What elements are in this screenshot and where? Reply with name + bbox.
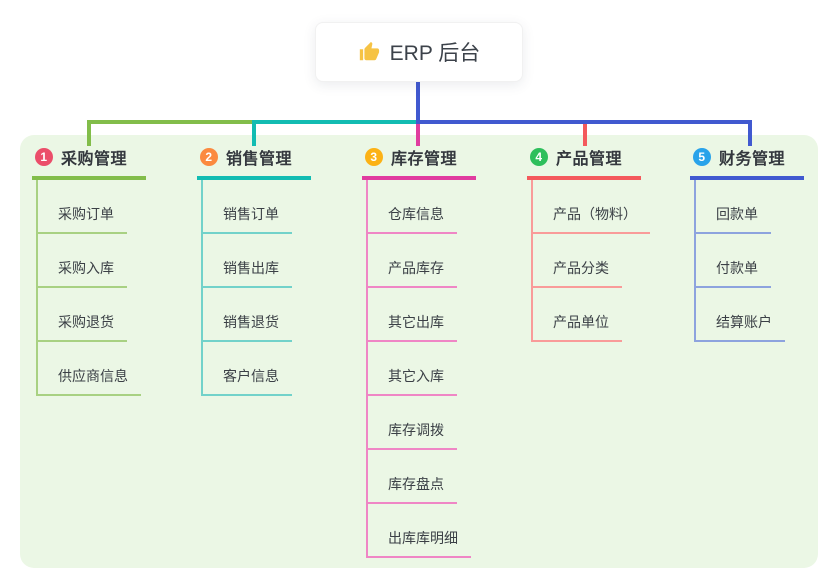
child-node-label[interactable]: 采购退货 bbox=[38, 312, 127, 342]
branch-number-badge: 1 bbox=[35, 148, 53, 166]
connector-drop-product bbox=[583, 120, 587, 146]
child-node: 采购入库 bbox=[38, 234, 146, 288]
branch-label: 库存管理 bbox=[391, 151, 458, 168]
child-node: 其它出库 bbox=[368, 288, 476, 342]
child-node: 产品（物料） bbox=[533, 180, 650, 234]
child-node-label[interactable]: 回款单 bbox=[696, 204, 771, 234]
child-node-label[interactable]: 库存调拨 bbox=[368, 420, 457, 450]
child-node-label[interactable]: 客户信息 bbox=[203, 366, 292, 396]
child-node-label[interactable]: 销售出库 bbox=[203, 258, 292, 288]
child-node: 库存盘点 bbox=[368, 450, 476, 504]
child-node: 供应商信息 bbox=[38, 342, 146, 396]
root-label: ERP 后台 bbox=[389, 42, 481, 65]
branch-header-finance[interactable]: 5 财务管理 bbox=[690, 145, 804, 180]
child-node-label[interactable]: 产品库存 bbox=[368, 258, 457, 288]
child-node-label[interactable]: 其它入库 bbox=[368, 366, 457, 396]
branch-label: 采购管理 bbox=[61, 151, 128, 168]
connector-drop-inventory bbox=[416, 120, 420, 146]
branch-purchase: 1 采购管理 采购订单 采购入库 采购退货 供应商信息 bbox=[32, 145, 146, 396]
branch-children-purchase: 采购订单 采购入库 采购退货 供应商信息 bbox=[36, 180, 146, 396]
child-node: 销售退货 bbox=[203, 288, 311, 342]
root-node[interactable]: ERP 后台 bbox=[315, 22, 523, 82]
branch-children-product: 产品（物料） 产品分类 产品单位 bbox=[531, 180, 650, 342]
connector-root-stem bbox=[416, 82, 420, 122]
branch-label: 产品管理 bbox=[556, 151, 623, 168]
branch-product: 4 产品管理 产品（物料） 产品分类 产品单位 bbox=[527, 145, 650, 342]
child-node: 付款单 bbox=[696, 234, 804, 288]
child-node-label[interactable]: 销售订单 bbox=[203, 204, 292, 234]
branch-header-sales[interactable]: 2 销售管理 bbox=[197, 145, 311, 180]
connector-bus-purchase bbox=[87, 120, 252, 124]
child-node-label[interactable]: 产品（物料） bbox=[533, 204, 650, 234]
branch-header-product[interactable]: 4 产品管理 bbox=[527, 145, 641, 180]
child-node-label[interactable]: 销售退货 bbox=[203, 312, 292, 342]
child-node: 采购退货 bbox=[38, 288, 146, 342]
connector-drop-sales bbox=[252, 120, 256, 146]
child-node-label[interactable]: 出库库明细 bbox=[368, 528, 471, 558]
child-node: 出库库明细 bbox=[368, 504, 476, 558]
branches-panel bbox=[20, 135, 818, 568]
child-node: 采购订单 bbox=[38, 180, 146, 234]
connector-bus-finance bbox=[416, 120, 752, 124]
child-node-label[interactable]: 库存盘点 bbox=[368, 474, 457, 504]
connector-drop-purchase bbox=[87, 120, 91, 146]
child-node-label[interactable]: 采购订单 bbox=[38, 204, 127, 234]
connector-drop-finance bbox=[748, 120, 752, 146]
branch-header-inventory[interactable]: 3 库存管理 bbox=[362, 145, 476, 180]
child-node-label[interactable]: 产品分类 bbox=[533, 258, 622, 288]
branch-number-badge: 3 bbox=[365, 148, 383, 166]
child-node-label[interactable]: 产品单位 bbox=[533, 312, 622, 342]
child-node: 产品分类 bbox=[533, 234, 650, 288]
branch-label: 财务管理 bbox=[719, 151, 786, 168]
branch-finance: 5 财务管理 回款单 付款单 结算账户 bbox=[690, 145, 804, 342]
child-node-label[interactable]: 付款单 bbox=[696, 258, 771, 288]
child-node: 客户信息 bbox=[203, 342, 311, 396]
child-node: 产品库存 bbox=[368, 234, 476, 288]
child-node: 销售出库 bbox=[203, 234, 311, 288]
child-node: 其它入库 bbox=[368, 342, 476, 396]
branch-sales: 2 销售管理 销售订单 销售出库 销售退货 客户信息 bbox=[197, 145, 311, 396]
child-node: 库存调拨 bbox=[368, 396, 476, 450]
child-node-label[interactable]: 采购入库 bbox=[38, 258, 127, 288]
child-node-label[interactable]: 仓库信息 bbox=[368, 204, 457, 234]
child-node: 回款单 bbox=[696, 180, 804, 234]
thumbs-up-icon bbox=[358, 41, 380, 63]
child-node: 销售订单 bbox=[203, 180, 311, 234]
branch-children-inventory: 仓库信息 产品库存 其它出库 其它入库 库存调拨 库存盘点 出库库明细 bbox=[366, 180, 476, 558]
branch-header-purchase[interactable]: 1 采购管理 bbox=[32, 145, 146, 180]
child-node-label[interactable]: 其它出库 bbox=[368, 312, 457, 342]
branch-number-badge: 4 bbox=[530, 148, 548, 166]
branch-label: 销售管理 bbox=[226, 151, 293, 168]
branch-number-badge: 5 bbox=[693, 148, 711, 166]
branch-number-badge: 2 bbox=[200, 148, 218, 166]
connector-bus-sales bbox=[252, 120, 419, 124]
child-node-label[interactable]: 结算账户 bbox=[696, 312, 785, 342]
child-node-label[interactable]: 供应商信息 bbox=[38, 366, 141, 396]
child-node: 产品单位 bbox=[533, 288, 650, 342]
child-node: 结算账户 bbox=[696, 288, 804, 342]
child-node: 仓库信息 bbox=[368, 180, 476, 234]
branch-children-finance: 回款单 付款单 结算账户 bbox=[694, 180, 804, 342]
branch-inventory: 3 库存管理 仓库信息 产品库存 其它出库 其它入库 库存调拨 库存盘点 出库库… bbox=[362, 145, 476, 558]
branch-children-sales: 销售订单 销售出库 销售退货 客户信息 bbox=[201, 180, 311, 396]
